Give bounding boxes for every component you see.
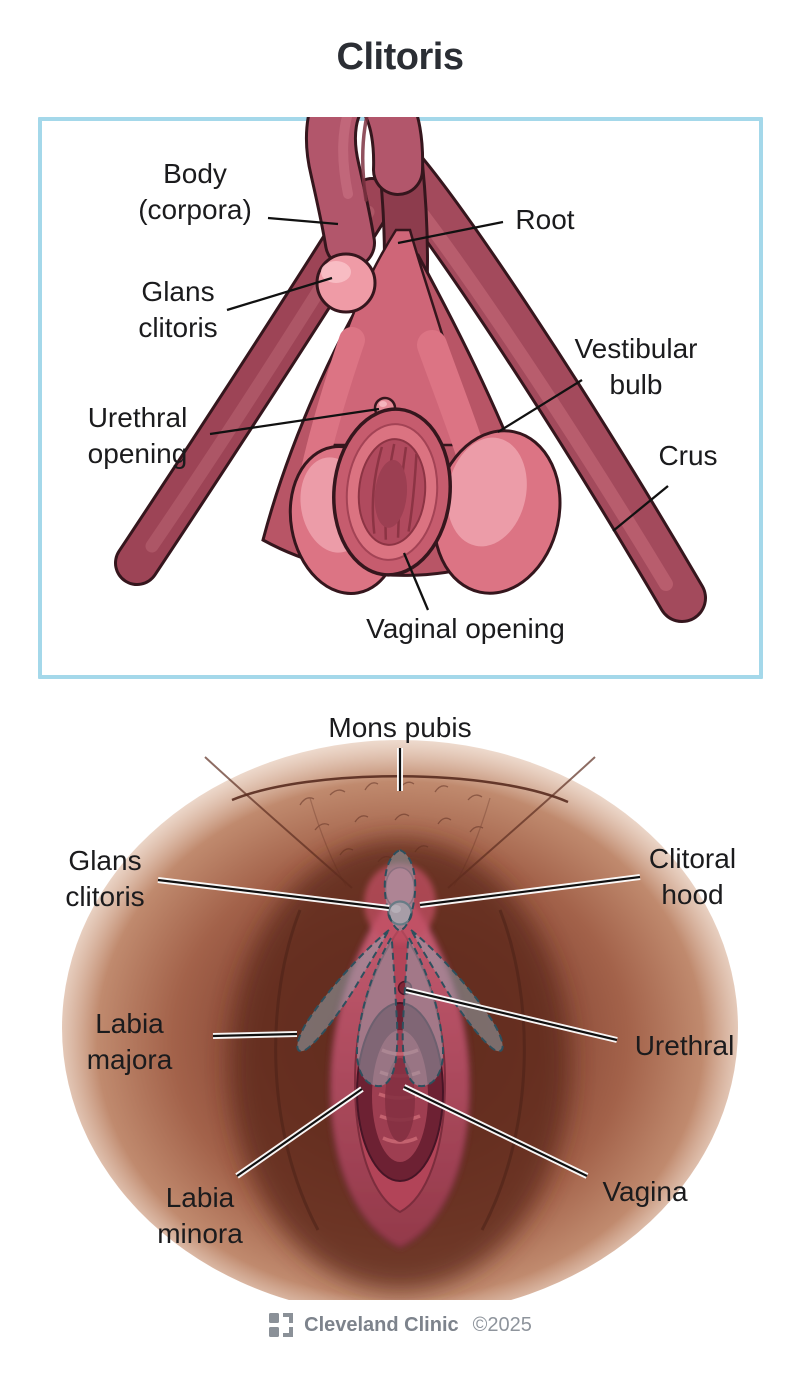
label-line: Urethral [87,402,188,433]
vaginal-opening-shape [332,407,452,577]
label-line: Root [515,204,575,235]
label-body-corpora: Body (corpora) [120,156,270,228]
page-title: Clitoris [336,36,464,78]
label-line: Vagina [602,1176,688,1207]
label-vagina: Vagina [590,1174,700,1210]
label-line: Vaginal opening [366,613,565,644]
label-line: majora [86,1044,173,1075]
internal-anatomy-illustration [114,117,707,623]
label-urethral-opening: Urethral opening [70,400,205,472]
body-corpora-shape [305,117,425,269]
footer: Cleveland Clinic ©2025 [0,1308,800,1342]
label-line: hood [661,879,724,910]
label-glans-clitoris-internal: Glans clitoris [118,274,238,346]
label-clitoral-hood: Clitoral hood [630,841,755,913]
label-line: clitoris [138,312,218,343]
label-mons-pubis: Mons pubis [300,710,500,746]
labia-majora-creases [274,909,526,1231]
label-root: Root [500,202,590,238]
label-labia-minora: Labia minora [135,1180,265,1252]
label-line: bulb [609,369,663,400]
label-vaginal-opening: Vaginal opening [348,611,583,647]
label-vestibular-bulb: Vestibular bulb [560,331,712,403]
label-crus: Crus [648,438,728,474]
label-line: clitoris [65,881,145,912]
label-glans-clitoris-external: Glans clitoris [40,843,170,915]
footer-brand: Cleveland Clinic [304,1313,459,1336]
label-line: (corpora) [138,194,252,225]
label-line: Mons pubis [328,712,472,743]
external-anatomy-illustration [62,740,738,1300]
label-labia-majora: Labia majora [62,1006,197,1078]
label-line: Glans [68,845,142,876]
label-line: Clitoral [648,843,737,874]
label-line: Labia [165,1182,235,1213]
label-line: Urethral [634,1030,735,1061]
leader-lines [209,216,669,611]
glans-clitoris-shape [315,252,377,314]
label-line: Crus [658,440,718,471]
cleveland-clinic-logo-icon [269,1313,294,1337]
internal-clitoris-ghost-overlay [296,849,504,1088]
label-line: Labia [95,1008,164,1039]
label-line: opening [87,438,188,469]
label-urethral: Urethral [622,1028,747,1064]
label-line: Body [163,158,227,189]
footer-copyright: ©2025 [472,1313,532,1336]
label-line: minora [157,1218,243,1249]
label-line: Vestibular [574,333,698,364]
label-line: Glans [141,276,215,307]
leader-lines [157,748,641,1179]
